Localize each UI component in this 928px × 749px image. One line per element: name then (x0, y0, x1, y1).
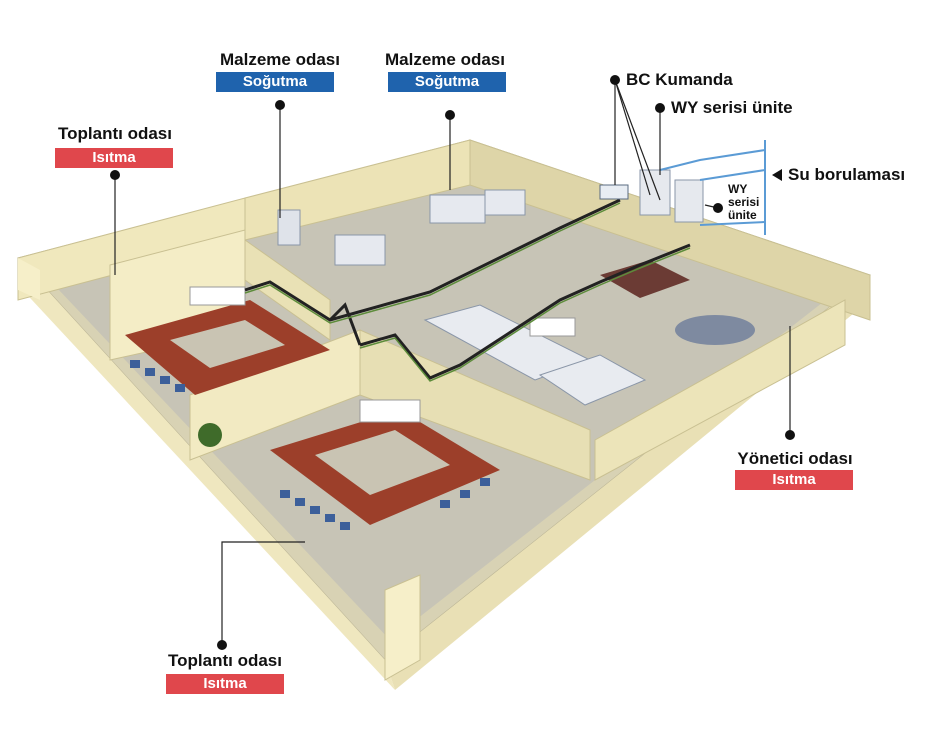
mode-badge-manager: Isıtma (735, 470, 853, 490)
room-label-material-2: Malzeme odası (385, 50, 505, 69)
partition-wall-3 (359, 329, 591, 481)
water-piping-arrow-icon (772, 169, 782, 181)
open-office-ceiling-unit (529, 317, 576, 337)
wy-unit-small-label-2: serisi (728, 195, 760, 209)
material-room-cabinet-2 (429, 194, 486, 224)
leader-lines (114, 79, 791, 642)
material-room-door (277, 209, 301, 246)
material-room-cabinet-1 (334, 234, 386, 266)
front-wall-block (384, 574, 421, 681)
meeting-room-top-ceiling-unit (189, 286, 246, 306)
water-piping-lines (659, 140, 766, 235)
front-wall-left (18, 258, 40, 300)
room-label-material-1: Malzeme odası (220, 50, 340, 69)
bc-controller-unit (599, 184, 629, 200)
wy-unit-small-label-3: ünite (728, 208, 757, 222)
open-office-desk-row-2 (538, 354, 647, 406)
manager-room-table (675, 315, 755, 345)
partition-wall-5 (594, 299, 846, 481)
wy-unit-label: WY serisi ünite (671, 98, 793, 117)
meeting-room-top-table-hole (170, 320, 285, 368)
refrigerant-piping (244, 198, 691, 380)
material-room-cabinet-3 (484, 189, 526, 216)
chairs (130, 360, 490, 530)
wy-unit-2 (674, 179, 704, 223)
leader-dots (110, 75, 795, 650)
water-piping-label: Su borulaması (788, 165, 906, 184)
mode-badge-meeting-top: Isıtma (55, 148, 173, 168)
room-label-manager: Yönetici odası (737, 449, 853, 468)
mode-badge-material-2: Soğutma (388, 72, 506, 92)
meeting-room-bottom-table-hole (315, 430, 450, 495)
partition-wall-4 (244, 239, 331, 341)
back-wall-right (469, 139, 871, 321)
room-label-meeting-bottom: Toplantı odası (168, 651, 282, 670)
manager-room-desk (600, 260, 690, 298)
room-label-meeting-top: Toplantı odası (58, 124, 172, 143)
bc-controller-label: BC Kumanda (626, 70, 733, 89)
meeting-room-bottom-ceiling-unit (359, 399, 421, 423)
mode-badge-material-1: Soğutma (216, 72, 334, 92)
refrigerant-piping-green (244, 202, 691, 382)
plant (198, 423, 222, 447)
floor-slab-left-edge (18, 258, 395, 690)
wy-unit-small-label-1: WY (728, 182, 748, 196)
mode-badge-meeting-bottom: Isıtma (166, 674, 284, 694)
